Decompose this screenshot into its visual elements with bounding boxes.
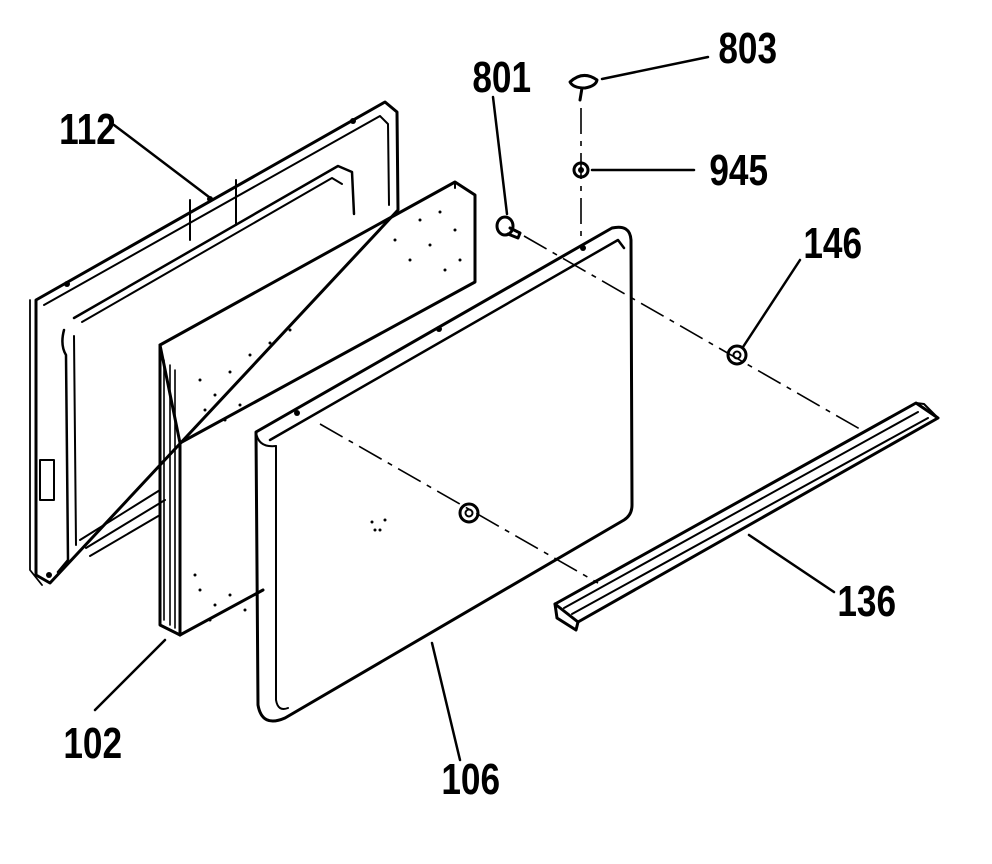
- label-136: 136: [837, 577, 896, 626]
- trim-strip-part: [553, 401, 940, 632]
- insulation-block-part: [158, 180, 477, 637]
- label-803: 803: [718, 24, 777, 73]
- leader-lines: [93, 55, 836, 762]
- label-106: 106: [441, 755, 500, 804]
- label-146: 146: [803, 219, 862, 268]
- label-801: 801: [472, 53, 531, 102]
- label-945: 945: [709, 146, 768, 195]
- label-102: 102: [63, 719, 122, 768]
- label-112: 112: [59, 105, 116, 154]
- spacer-panel-part: [458, 502, 480, 524]
- screw-803-part: [568, 74, 599, 102]
- assembly-center-lines: [319, 108, 866, 584]
- screw-801-part: [495, 215, 522, 240]
- door-panel-part: [254, 225, 634, 723]
- door-frame-part: [29, 100, 400, 586]
